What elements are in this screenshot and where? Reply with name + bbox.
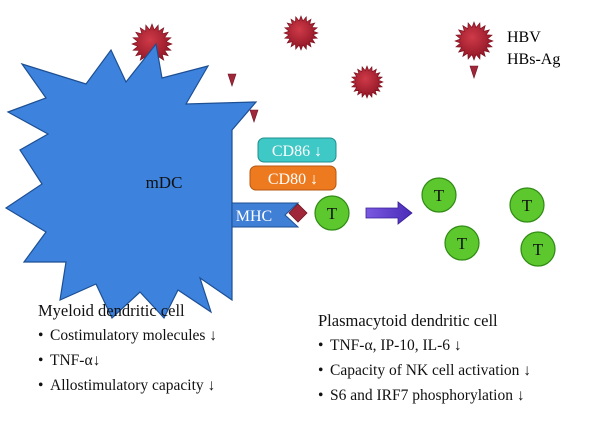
t-cell-body [314, 195, 350, 231]
presented-antigen-diamond [288, 203, 308, 223]
hbv-virus [350, 65, 384, 99]
legend-hbs-ag-label: HBs-Ag [507, 51, 560, 68]
t-cell-label: T [327, 204, 338, 223]
activation-arrow [365, 201, 413, 225]
cd80-receptor: CD80 ↓ [249, 165, 337, 191]
hbv-virus-group [131, 15, 494, 99]
hbs-ag-particle [227, 73, 237, 87]
mhc-label: MHC [236, 208, 272, 225]
mdc-label: mDC [146, 173, 183, 192]
plasmacytoid-title: Plasmacytoid dendritic cell [318, 311, 498, 330]
cd80-label: CD80 ↓ [268, 171, 318, 188]
t-cell-label: T [457, 234, 468, 253]
plasmacytoid-item: S6 and IRF7 phosphorylation ↓ [318, 383, 531, 408]
plasmacytoid-panel: Plasmacytoid dendritic cell TNF-α, IP-10… [318, 308, 531, 408]
hbs-ag-legend-icon [469, 65, 479, 79]
myeloid-item: Allostimulatory capacity ↓ [38, 373, 217, 398]
legend-hbv-label: HBV [507, 29, 541, 46]
cd86-label: CD86 ↓ [272, 143, 322, 160]
t-cell-group: T T T T T [314, 177, 556, 267]
mdc-cell [4, 42, 258, 320]
t-cell-body [421, 177, 457, 213]
mhc-receptor: MHC [231, 202, 300, 228]
t-cell: T [509, 187, 545, 223]
myeloid-item: Costimulatory molecules ↓ [38, 323, 217, 348]
t-cell-label: T [434, 186, 445, 205]
t-cell: T [520, 231, 556, 267]
cd86-receptor: CD86 ↓ [257, 137, 337, 163]
myeloid-item: TNF-α↓ [38, 348, 217, 373]
plasmacytoid-item: Capacity of NK cell activation ↓ [318, 358, 531, 383]
t-cell-body [509, 187, 545, 223]
t-cell-label: T [522, 196, 533, 215]
myeloid-panel: Myeloid dendritic cell Costimulatory mol… [38, 298, 217, 398]
hbv-virus [283, 15, 319, 51]
t-cell: T [314, 195, 350, 231]
t-cell: T [421, 177, 457, 213]
t-cell-body [444, 225, 480, 261]
hbs-ag-particle [249, 109, 259, 123]
hbv-virus-legend-icon [454, 21, 494, 61]
myeloid-title: Myeloid dendritic cell [38, 301, 185, 320]
plasmacytoid-item: TNF-α, IP-10, IL-6 ↓ [318, 333, 531, 358]
t-cell: T [444, 225, 480, 261]
t-cell-body [520, 231, 556, 267]
t-cell-label: T [533, 240, 544, 259]
